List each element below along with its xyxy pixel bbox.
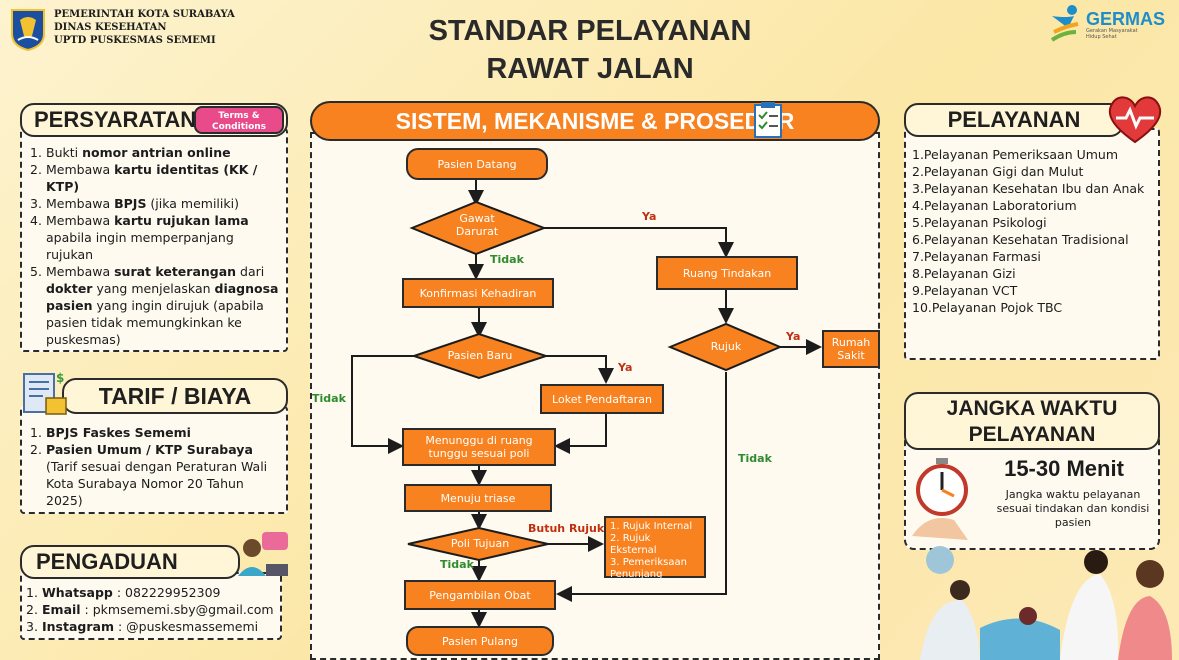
- page-title: STANDAR PELAYANAN RAWAT JALAN: [380, 12, 800, 88]
- customer-service-icon: [238, 532, 288, 576]
- tidak-label-baru: Tidak: [312, 392, 346, 405]
- rujuk-list-item: 1. Rujuk Internal: [610, 521, 693, 532]
- rujuk-list-item: 3. Pemeriksaan Penunjang: [610, 557, 687, 580]
- list-item: 5.Pelayanan Psikologi: [912, 215, 1047, 230]
- butuh-rujuk-label: Butuh Rujuk: [528, 522, 605, 535]
- list-item: 8.Pelayanan Gizi: [912, 266, 1016, 281]
- gawat-diamond: [409, 200, 547, 256]
- tidak-label-gawat: Tidak: [490, 253, 524, 266]
- loket-box: Loket Pendaftaran: [540, 384, 664, 414]
- poli-tujuan-label: Poli Tujuan: [450, 537, 510, 550]
- title-line-2: RAWAT JALAN: [486, 53, 694, 85]
- baru-diamond: [410, 332, 550, 380]
- tarif-note: (Tarif sesuai dengan Peraturan Wali Kota…: [46, 459, 268, 508]
- ya-label-baru: Ya: [618, 361, 633, 374]
- gov-header: PEMERINTAH KOTA SURABAYA DINAS KESEHATAN…: [8, 6, 235, 52]
- rujuk-diamond: [667, 322, 783, 372]
- svg-text:$: $: [56, 371, 64, 385]
- list-item: 3.Membawa BPJS (jika memiliki): [30, 196, 239, 211]
- jangka-title: JANGKA WAKTU PELAYANAN: [904, 392, 1160, 450]
- list-item: 1.BPJS Faskes Sememi: [30, 425, 191, 440]
- ya-label-rujuk: Ya: [786, 330, 801, 343]
- arrow-baru-menunggu-tidak: [351, 355, 414, 454]
- duration-value: 15-30 Menit: [1004, 456, 1124, 481]
- list-item: 1.Pelayanan Pemeriksaan Umum: [912, 147, 1119, 162]
- checklist-icon: [754, 102, 782, 138]
- germas-subtitle: Gerakan Masyarakat Hidup Sehat: [1085, 28, 1138, 40]
- germas-text: GERMAS: [1085, 9, 1165, 29]
- city-emblem-icon: [11, 9, 45, 52]
- terms-badge: Terms & Conditions: [194, 106, 284, 134]
- germas-figure-icon: [1050, 5, 1079, 42]
- arrow-rujuk-obat-tidak: [556, 372, 727, 602]
- list-item: 9.Pelayanan VCT: [912, 283, 1018, 298]
- poli-diamond: [407, 526, 549, 562]
- list-item: 3.Pelayanan Kesehatan Ibu dan Anak: [912, 181, 1145, 196]
- jangka-title-line-1: JANGKA WAKTU: [946, 397, 1118, 420]
- medical-staff-illustration: [920, 546, 1172, 660]
- heart-stethoscope-icon: [1108, 96, 1162, 144]
- tarif-card: 1.BPJS Faskes Sememi 2.Pasien Umum / KTP…: [20, 406, 288, 514]
- gawat-label: Gawat Darurat: [455, 212, 499, 238]
- konfirmasi-box: Konfirmasi Kehadiran: [402, 278, 554, 308]
- tidak-label-rujuk: Tidak: [738, 452, 772, 465]
- arrow-baru-loket: [546, 355, 614, 384]
- rujuk-list-item: 2. Rujuk Eksternal: [610, 533, 657, 556]
- list-item: 4.Pelayanan Laboratorium: [912, 198, 1077, 213]
- list-item: 3.Instagram : @puskesmassememi: [26, 619, 259, 634]
- triase-box: Menuju triase: [404, 484, 552, 512]
- arrow-gawat-ruang: [544, 227, 734, 258]
- list-item: 6.Pelayanan Kesehatan Tradisional: [912, 232, 1129, 247]
- pasien-datang-box: Pasien Datang: [406, 148, 548, 180]
- pengaduan-title: PENGADUAN: [20, 545, 240, 579]
- ya-label-gawat: Ya: [642, 210, 657, 223]
- list-item: 10.Pelayanan Pojok TBC: [912, 300, 1063, 315]
- duration-desc: Jangka waktu pelayanan sesuai tindakan d…: [996, 488, 1150, 529]
- list-item: 1.Whatsapp : 082229952309: [26, 585, 221, 600]
- pengambilan-obat-box: Pengambilan Obat: [404, 580, 556, 610]
- germas-logo: GERMAS Gerakan Masyarakat Hidup Sehat: [1044, 2, 1165, 48]
- flow-title: SISTEM, MEKANISME & PROSEDUR: [310, 101, 880, 141]
- list-item: 4.Membawa kartu rujukan lama apabila ing…: [30, 213, 249, 262]
- title-line-1: STANDAR PELAYANAN: [428, 15, 752, 47]
- list-item: 5.Membawa surat keterangan dari dokter y…: [30, 264, 279, 347]
- pelayanan-card: 1.Pelayanan Pemeriksaan Umum 2.Pelayanan…: [904, 128, 1160, 360]
- rujuk-label: Rujuk: [710, 340, 742, 353]
- pelayanan-title: PELAYANAN: [904, 103, 1124, 137]
- menunggu-box: Menunggu di ruang tunggu sesuai poli: [402, 428, 556, 466]
- list-item: 2.Membawa kartu identitas (KK / KTP): [30, 162, 258, 194]
- arrow-loket-menunggu: [554, 414, 607, 454]
- tarif-title: TARIF / BIAYA: [62, 378, 288, 414]
- rujuk-list-box: 1. Rujuk Internal 2. Rujuk Eksternal 3. …: [604, 516, 706, 580]
- tidak-label-poli: Tidak: [440, 558, 474, 571]
- list-item: 7.Pelayanan Farmasi: [912, 249, 1041, 264]
- list-item: 2.Pelayanan Gigi dan Mulut: [912, 164, 1084, 179]
- rumah-sakit-box: Rumah Sakit: [822, 330, 880, 368]
- list-item: 2.Email : pkmsememi.sby@gmail.com: [26, 602, 274, 617]
- list-item: 2.Pasien Umum / KTP Surabaya: [30, 442, 253, 457]
- pasien-baru-label: Pasien Baru: [447, 349, 513, 362]
- pengaduan-card: 1.Whatsapp : 082229952309 2.Email : pkms…: [20, 572, 282, 640]
- list-item: 1.Bukti nomor antrian online: [30, 145, 231, 160]
- gov-line-1: PEMERINTAH KOTA SURABAYA: [54, 9, 235, 20]
- terms-badge-text: Terms & Conditions: [211, 111, 267, 132]
- pasien-pulang-box: Pasien Pulang: [406, 626, 554, 656]
- stopwatch-icon: [912, 458, 968, 540]
- jangka-title-line-2: PELAYANAN: [968, 423, 1096, 446]
- invoice-icon: $: [23, 371, 67, 415]
- ruang-tindakan-box: Ruang Tindakan: [656, 256, 798, 290]
- gov-line-3: UPTD PUSKESMAS SEMEMI: [54, 35, 216, 46]
- gov-line-2: DINAS KESEHATAN: [54, 22, 167, 33]
